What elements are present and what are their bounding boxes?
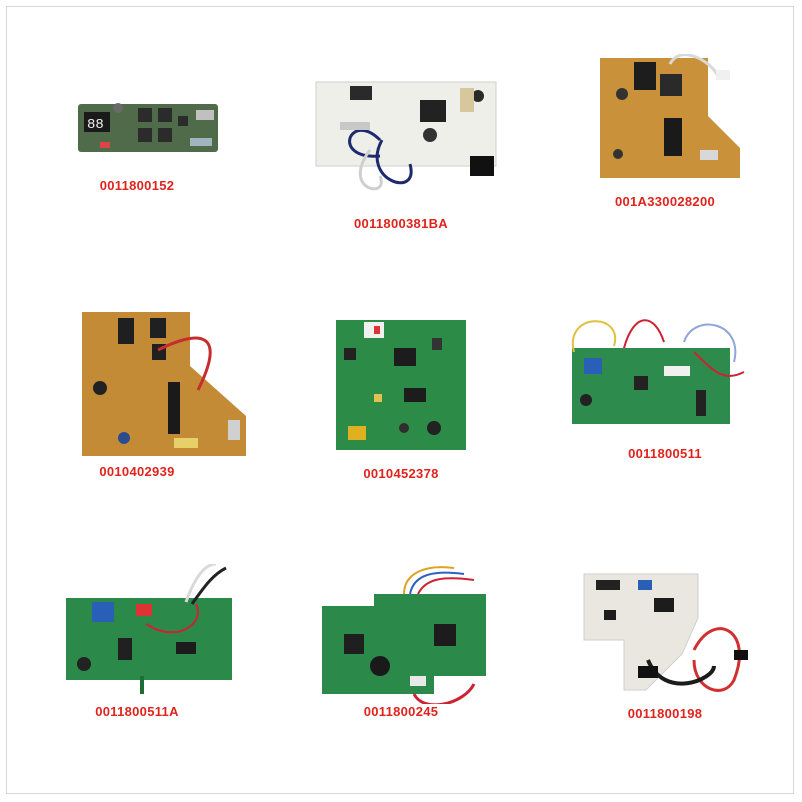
product-cell[interactable]: 88 0011800152 (6, 6, 268, 268)
product-cell[interactable]: 0011800245 (270, 534, 532, 796)
svg-text:88: 88 (87, 117, 104, 133)
product-photo-green-board (564, 312, 764, 432)
product-code: 0011800198 (627, 706, 703, 721)
product-cell[interactable]: 001A330028200 (534, 6, 796, 268)
grid-frame (6, 6, 794, 794)
product-photo-green-board (314, 564, 494, 704)
product-cell[interactable]: 0010402939 (6, 270, 268, 532)
product-cell[interactable]: 0011800511A (6, 534, 268, 796)
product-photo-display-board: 88 (78, 98, 222, 160)
product-code: 0010402939 (99, 464, 175, 479)
product-cell[interactable]: 0010452378 (270, 270, 532, 532)
product-cell[interactable]: 0011800198 (534, 534, 796, 796)
product-photo-green-board (334, 318, 468, 452)
product-cell[interactable]: 0011800511 (534, 270, 796, 532)
product-code: 0011800381BA (354, 216, 448, 231)
product-photo-white-board (310, 80, 500, 210)
product-photo-white-board (574, 570, 754, 700)
product-photo-green-board (56, 564, 236, 694)
product-code: 0011800511A (95, 704, 179, 719)
product-photo-yellow-board (600, 54, 740, 184)
product-code: 0010452378 (363, 466, 439, 481)
product-photo-yellow-board (78, 310, 248, 460)
product-code: 001A330028200 (614, 194, 716, 209)
product-code: 0011800152 (99, 178, 175, 193)
product-code: 0011800511 (628, 446, 702, 461)
product-cell[interactable]: 0011800381BA (270, 6, 532, 268)
product-code: 0011800245 (363, 704, 439, 719)
